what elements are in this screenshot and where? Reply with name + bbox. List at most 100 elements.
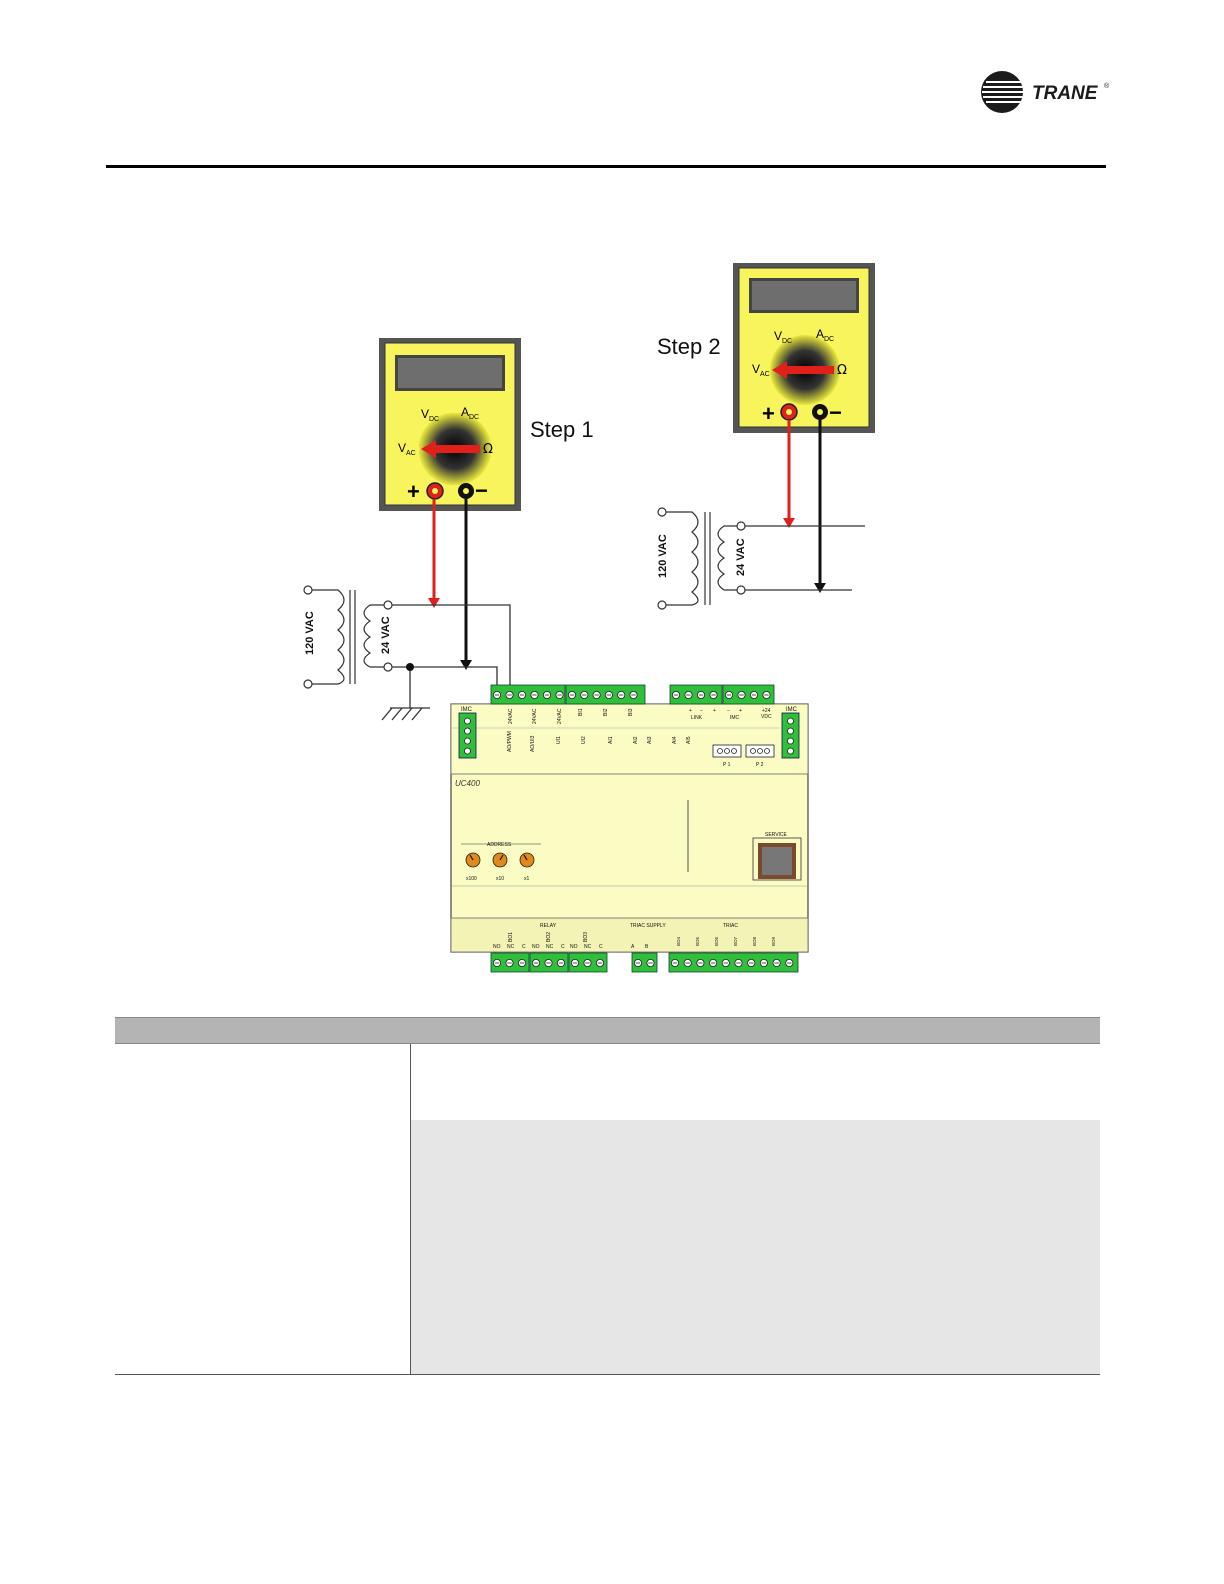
row2-label-ai1: AI1 [608,736,614,744]
triac-supply-term-a: A [631,944,635,950]
ground-junction [406,663,414,671]
plus-sign: + [762,401,775,426]
address-dial-x10-label: x10 [496,876,504,882]
registered-mark: ® [1104,82,1110,90]
red-probe-arrow [428,598,440,608]
triac-term-bo6: BO6 [714,936,719,946]
dial-vdc-label: V [774,329,782,343]
triac-term-bo9: BO9 [771,936,776,946]
link-label: LINK [691,715,703,721]
link-minus-label: − [700,708,703,714]
relay-term-1: NO [493,944,501,950]
top-label-24vac-3: 24VAC [557,708,563,724]
row2-label-ai3: AI3 [647,736,653,744]
relay-term-8: NC [584,944,592,950]
imc-minus-label: − [727,708,730,714]
minus-sign: − [475,478,488,503]
row2-label-ai4: AI4 [672,736,678,744]
imc-right-label: IMC [786,707,798,713]
relay-term-6: C [561,944,565,950]
imc-label: IMC [730,715,740,721]
table-left-cell [115,1044,411,1374]
top-label-24vac-1: 24VAC [508,708,514,724]
p2-label: P 2 [756,762,764,768]
dial-adc-sub: DC [469,414,479,421]
step-2-label: Step 2 [657,334,721,359]
troubleshooting-table [115,1017,1100,1375]
dial-vac-sub: AC [760,371,770,378]
dial-vac-label: V [398,441,406,455]
multimeter-step-2: V DC A DC V AC Ω + − [733,263,875,433]
triac-term-bo4: BO4 [676,936,681,946]
transformer-2 [657,507,865,610]
trane-logo: TRANE ® [978,68,1118,116]
triac-term-bo7: BO7 [733,936,738,946]
relay-term-4: NO [532,944,540,950]
top-label-bi3: BI3 [628,708,634,716]
relay-label: RELAY [540,923,557,929]
transformer-2-secondary-label: 24 VAC [735,538,747,576]
row2-label-ai2: AI2 [633,736,639,744]
relay-term-3: C [522,944,526,950]
p1-label: P 1 [723,762,731,768]
black-probe-arrow [814,583,826,593]
wiring-diagram: V DC A DC V AC Ω + − Step 1 120 VAC 24 V… [303,263,875,973]
header-rule [106,165,1106,168]
dial-ohm-label: Ω [483,442,493,457]
service-label: SERVICE [765,832,788,838]
step-1-label: Step 1 [530,417,594,442]
relay-term-9: C [599,944,603,950]
dial-vac-sub: AC [406,450,416,457]
transformer-1-primary-label: 120 VAC [304,611,316,655]
relay-group-bo2: BO2 [546,932,552,942]
triac-supply-label: TRIAC SUPPLY [630,923,666,929]
row2-label-aopwm: AO/PWM [507,731,513,752]
vdc-label: VDC [761,714,772,720]
uc400-controller: IMC IMC 24VAC 24VAC 24VAC BI1 BI2 BI3 + … [450,684,809,973]
plus-sign: + [407,479,420,504]
black-probe-arrow [460,660,472,670]
dial-vdc-sub: DC [782,338,792,345]
transformer-1 [303,585,393,689]
row2-label-aoui3: AO/UI3 [530,735,536,752]
table-right-cell-1 [411,1044,1100,1120]
address-dial-x1-label: x1 [524,876,530,882]
relay-term-7: NO [570,944,578,950]
triac-supply-term-b: B [645,944,649,950]
row2-label-ui1: UI1 [556,736,562,744]
address-dial-x100-label: x100 [466,876,477,882]
dial-vdc-sub: DC [429,416,439,423]
dial-ohm-label: Ω [837,363,847,378]
dial-adc-sub: DC [824,336,834,343]
top-label-24vac-2: 24VAC [532,708,538,724]
transformer-1-secondary-label: 24 VAC [380,616,392,654]
table-header-row [115,1017,1100,1044]
imc-plus-label: + [739,708,742,714]
relay-term-2: NC [507,944,515,950]
address-label: ADDRESS [487,842,512,848]
triac-term-bo5: BO5 [695,936,700,946]
table-right-cell-2 [411,1120,1100,1374]
link-plus-label: + [689,708,692,714]
dial-adc-label: A [816,327,824,341]
red-probe-arrow [783,518,795,528]
brand-name: TRANE [1032,83,1099,104]
transformer-2-primary-label: 120 VAC [657,534,669,578]
dial-adc-label: A [461,405,469,419]
triac-label: TRIAC [723,923,738,929]
relay-group-bo3: BO3 [583,932,589,942]
relay-group-bo1: BO1 [508,932,514,942]
imc-left-label: IMC [461,707,473,713]
row2-label-ai5: AI5 [686,736,692,744]
table-body [115,1044,1100,1375]
minus-sign: − [829,400,842,425]
row2-label-ui2: UI2 [581,736,587,744]
top-label-bi1: BI1 [578,708,584,716]
dial-vdc-label: V [421,407,429,421]
link-plus2-label: + [713,708,716,714]
relay-term-5: NC [546,944,554,950]
top-label-bi2: BI2 [603,708,609,716]
triac-term-bo8: BO8 [752,936,757,946]
controller-model-label: UC400 [455,779,480,788]
plus-24-label: +24 [762,708,771,714]
